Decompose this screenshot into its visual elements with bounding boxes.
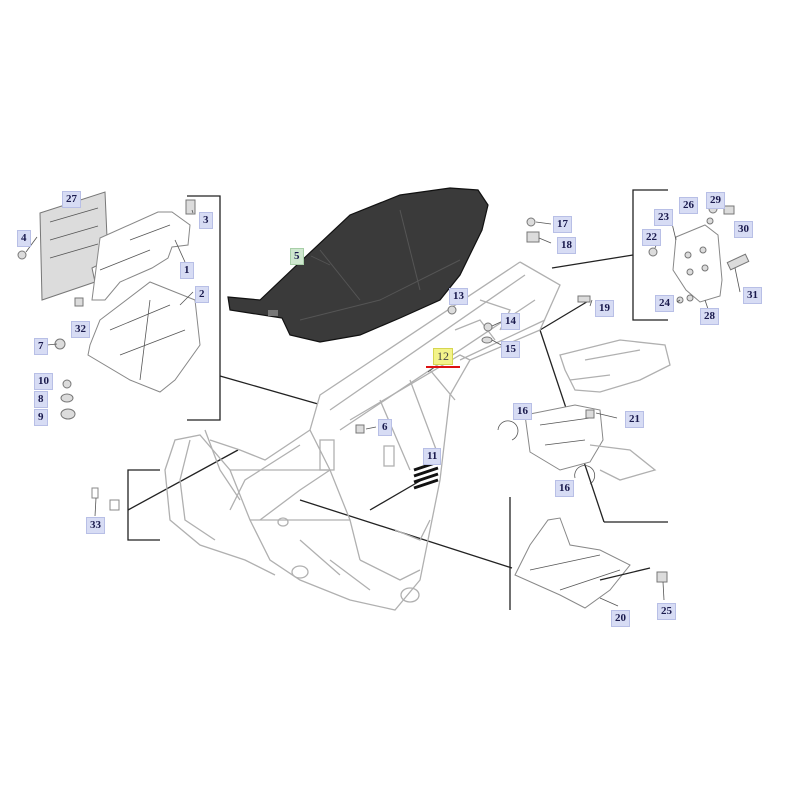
callout-13[interactable]: 13 — [449, 288, 468, 305]
battery-bracket-part — [91, 211, 191, 301]
callout-27[interactable]: 27 — [62, 191, 81, 208]
callout-33[interactable]: 33 — [86, 517, 105, 534]
callout-15[interactable]: 15 — [501, 341, 520, 358]
right-top-panel-pointer — [551, 254, 634, 269]
callout-4[interactable]: 4 — [17, 230, 31, 247]
battery-tray-part — [87, 281, 201, 393]
callout-31[interactable]: 31 — [743, 287, 762, 304]
callout-25[interactable]: 25 — [657, 603, 676, 620]
callout-1[interactable]: 1 — [180, 262, 194, 279]
callout-11[interactable]: 11 — [423, 448, 442, 465]
battery-cover-part — [39, 191, 109, 301]
callout-2[interactable]: 2 — [195, 286, 209, 303]
callout-7[interactable]: 7 — [34, 338, 48, 355]
callout-8[interactable]: 8 — [34, 391, 48, 408]
callout-18[interactable]: 18 — [557, 237, 576, 254]
frame-hardware — [91, 217, 591, 511]
callout-32[interactable]: 32 — [71, 321, 90, 338]
callout-3[interactable]: 3 — [199, 212, 213, 229]
callout-10[interactable]: 10 — [34, 373, 53, 390]
callout-12-selected[interactable]: 12 — [426, 348, 460, 368]
callout-9[interactable]: 9 — [34, 409, 48, 426]
callout-6[interactable]: 6 — [378, 419, 392, 436]
spring-part — [413, 460, 439, 490]
motorcycle-frame — [164, 261, 561, 611]
small-hardware — [17, 199, 196, 420]
callout-20[interactable]: 20 — [611, 610, 630, 627]
right-mid-panel-top — [539, 299, 591, 331]
callout-16-bottom[interactable]: 16 — [555, 480, 574, 497]
seat-part — [227, 187, 489, 343]
callout-28[interactable]: 28 — [700, 308, 719, 325]
callout-24[interactable]: 24 — [655, 295, 674, 312]
left-panel-bracket — [187, 195, 221, 421]
callout-29[interactable]: 29 — [706, 192, 725, 209]
callout-14[interactable]: 14 — [501, 313, 520, 330]
left-panel-pointer — [219, 375, 319, 405]
callout-30[interactable]: 30 — [734, 221, 753, 238]
callout-16-top[interactable]: 16 — [513, 403, 532, 420]
callout-26[interactable]: 26 — [679, 197, 698, 214]
mudguard-bracket-part — [497, 404, 657, 485]
callout-5[interactable]: 5 — [290, 248, 304, 265]
small-left-pointer — [127, 449, 239, 511]
callout-22[interactable]: 22 — [642, 229, 661, 246]
callout-17[interactable]: 17 — [553, 216, 572, 233]
callout-21[interactable]: 21 — [625, 411, 644, 428]
callout-19[interactable]: 19 — [595, 300, 614, 317]
rear-fender-part — [514, 517, 668, 609]
rear-subframe-part — [559, 339, 671, 393]
callout-23[interactable]: 23 — [654, 209, 673, 226]
spring-pointer — [369, 477, 426, 511]
small-left-bracket — [127, 469, 160, 541]
